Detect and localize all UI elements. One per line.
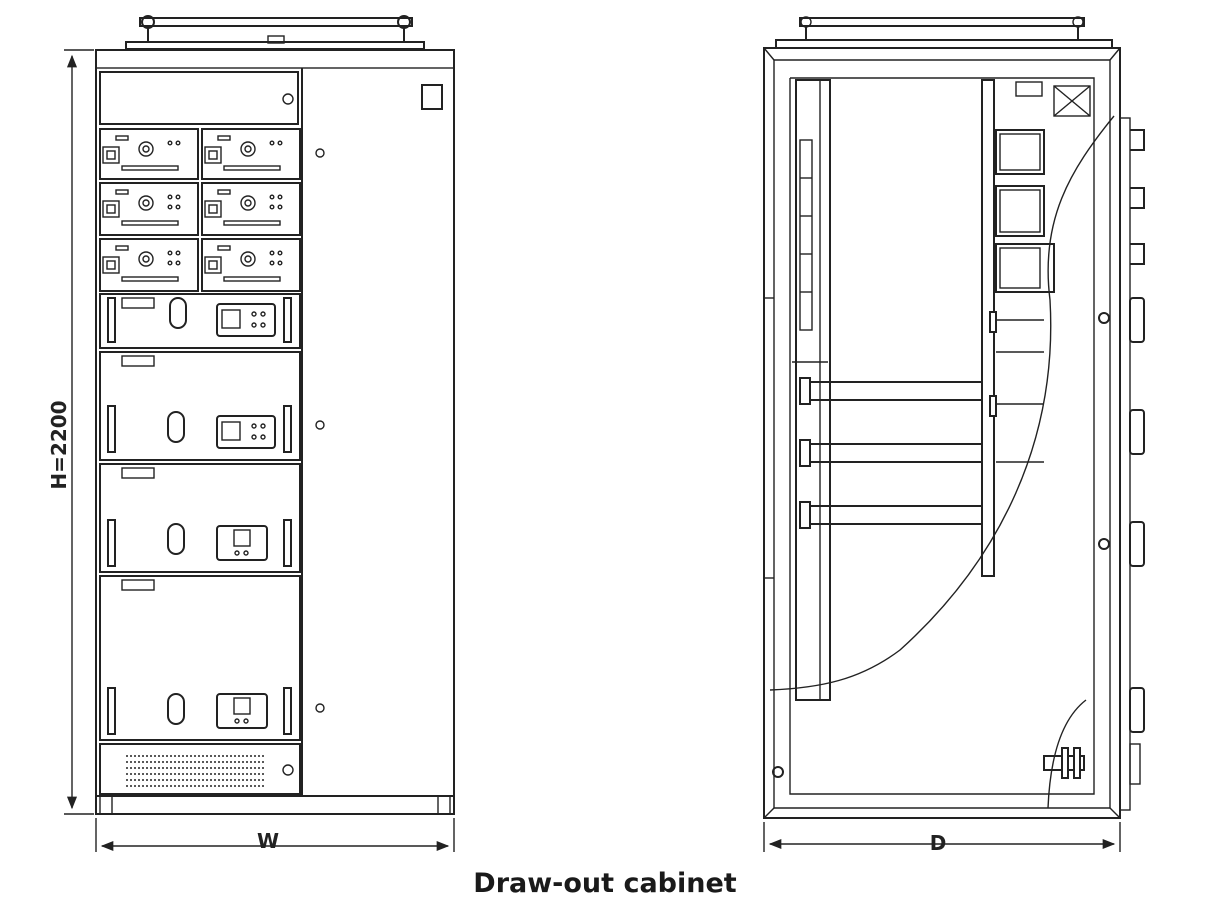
- small-drawer: [99, 182, 199, 236]
- large-drawer: [99, 463, 301, 573]
- depth-label: D: [930, 831, 947, 855]
- door-hinge: [315, 420, 325, 430]
- small-drawer: [201, 182, 301, 236]
- front-lifting-rail: [125, 15, 425, 50]
- small-drawer: [201, 128, 301, 180]
- ventilation-grille: [99, 743, 301, 795]
- small-drawer: [201, 238, 301, 292]
- width-dimension: W: [95, 818, 455, 853]
- side-lifting-rail: [775, 16, 1113, 49]
- side-outer-frame: [763, 47, 1121, 819]
- height-label: H=2200: [47, 400, 71, 489]
- door-window: [421, 84, 443, 110]
- depth-dimension: D: [763, 822, 1121, 855]
- cutaway-break-line: [769, 115, 1115, 691]
- cable-terminal: [1043, 747, 1085, 779]
- large-drawer: [99, 293, 301, 349]
- height-dimension: H=2200: [47, 49, 94, 815]
- width-label: W: [257, 829, 279, 853]
- large-drawer: [99, 575, 301, 741]
- instrument-compartment: [99, 71, 299, 125]
- door-hinge: [315, 148, 325, 158]
- side-view: [763, 16, 1145, 819]
- front-view: [95, 15, 455, 815]
- internal-drawer-units: [989, 81, 1091, 463]
- large-drawer: [99, 351, 301, 461]
- small-drawer: [99, 128, 199, 180]
- busbar-chamber: [795, 79, 831, 701]
- side-door-handles: [772, 117, 1145, 811]
- small-drawer: [99, 238, 199, 292]
- small-drawer-modules: [99, 128, 301, 292]
- figure-caption: Draw-out cabinet: [473, 868, 737, 899]
- door-hinge: [315, 703, 325, 713]
